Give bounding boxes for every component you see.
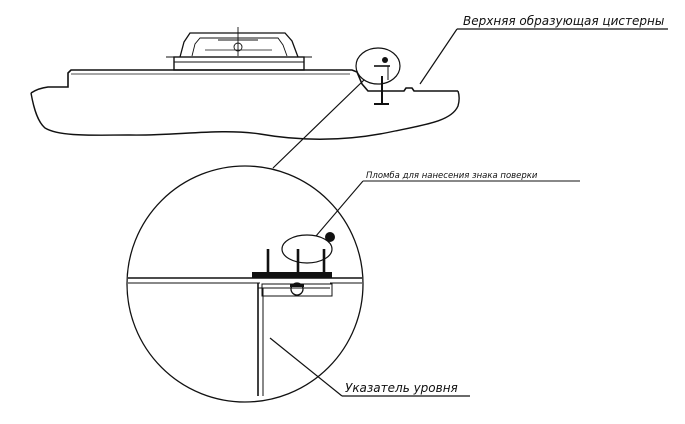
detail-circle (126, 165, 364, 403)
label-tank-top-generatrix: Верхняя образующая цистерны (463, 14, 664, 28)
seal-leader (315, 180, 580, 237)
tank-top-leader (419, 28, 668, 85)
level-indicator-leader (269, 337, 470, 397)
level-indicator-flange (252, 249, 333, 297)
label-level-indicator: Указатель уровня (345, 381, 458, 395)
detail-leader-line (272, 79, 365, 169)
tank-body (30, 69, 460, 140)
detail-marker-circle (355, 47, 401, 105)
manhole-hatch (166, 27, 312, 71)
label-seal-verification: Пломба для нанесения знака поверки (366, 171, 538, 181)
seal-marker (281, 232, 335, 264)
